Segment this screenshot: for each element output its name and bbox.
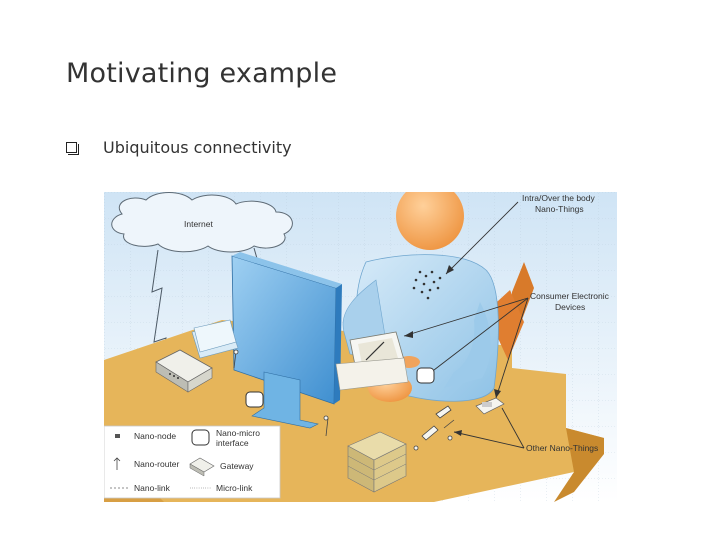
gateway-legend-icon bbox=[189, 457, 215, 477]
person-illustration bbox=[342, 192, 499, 402]
internet-label: Internet bbox=[184, 219, 213, 229]
bullet-text: Ubiquitous connectivity bbox=[103, 138, 292, 157]
monitor-icon bbox=[231, 252, 342, 429]
legend-nano-micro-line1: Nano-micro bbox=[216, 428, 260, 438]
nano-micro-interface-icon bbox=[245, 391, 264, 408]
nano-node-legend-icon bbox=[115, 434, 120, 438]
callout-consumer-line2: Devices bbox=[555, 302, 585, 312]
legend-nano-micro-line2: interface bbox=[216, 438, 249, 448]
book-stack-icon bbox=[347, 431, 407, 493]
nano-router-legend-icon bbox=[113, 457, 121, 470]
nano-things-icons bbox=[233, 349, 455, 451]
callout-intra-body-line2: Nano-Things bbox=[535, 204, 584, 214]
nano-micro-legend-icon bbox=[191, 429, 210, 446]
nano-micro-interface-icon bbox=[416, 367, 435, 384]
callout-intra-body-line1: Intra/Over the body bbox=[522, 193, 596, 203]
legend-nano-link: Nano-link bbox=[134, 483, 171, 493]
checkbox-bullet-icon bbox=[66, 142, 79, 155]
callout-line-consumer-2 bbox=[495, 297, 529, 399]
legend-gateway: Gateway bbox=[220, 461, 254, 471]
callout-line-intra-body bbox=[445, 201, 519, 275]
legend-box: Nano-node Nano-micro interface Nano-rout… bbox=[104, 425, 281, 499]
callout-other-things: Other Nano-Things bbox=[526, 443, 598, 453]
legend-nano-router: Nano-router bbox=[134, 459, 180, 469]
callout-line-other-2 bbox=[501, 407, 525, 449]
gateway-device-icon bbox=[155, 349, 213, 393]
internet-cloud-icon bbox=[111, 192, 293, 253]
callout-consumer-line1: Consumer Electronic bbox=[530, 291, 610, 301]
bullet-item: Ubiquitous connectivity bbox=[66, 138, 292, 157]
callout-line-consumer-3 bbox=[433, 297, 529, 371]
callout-line-consumer-1 bbox=[403, 297, 529, 337]
legend-micro-link: Micro-link bbox=[216, 483, 253, 493]
iot-illustration: Internet bbox=[104, 192, 617, 502]
phone-device-icon bbox=[475, 397, 505, 415]
document-stack-icon bbox=[191, 319, 239, 359]
keyboard-icon bbox=[335, 357, 409, 391]
legend-nano-node: Nano-node bbox=[134, 431, 176, 441]
head-icon bbox=[396, 192, 464, 250]
nano-node-cluster bbox=[412, 270, 442, 300]
callout-line-other-1 bbox=[453, 431, 525, 449]
slide-title: Motivating example bbox=[66, 58, 338, 89]
